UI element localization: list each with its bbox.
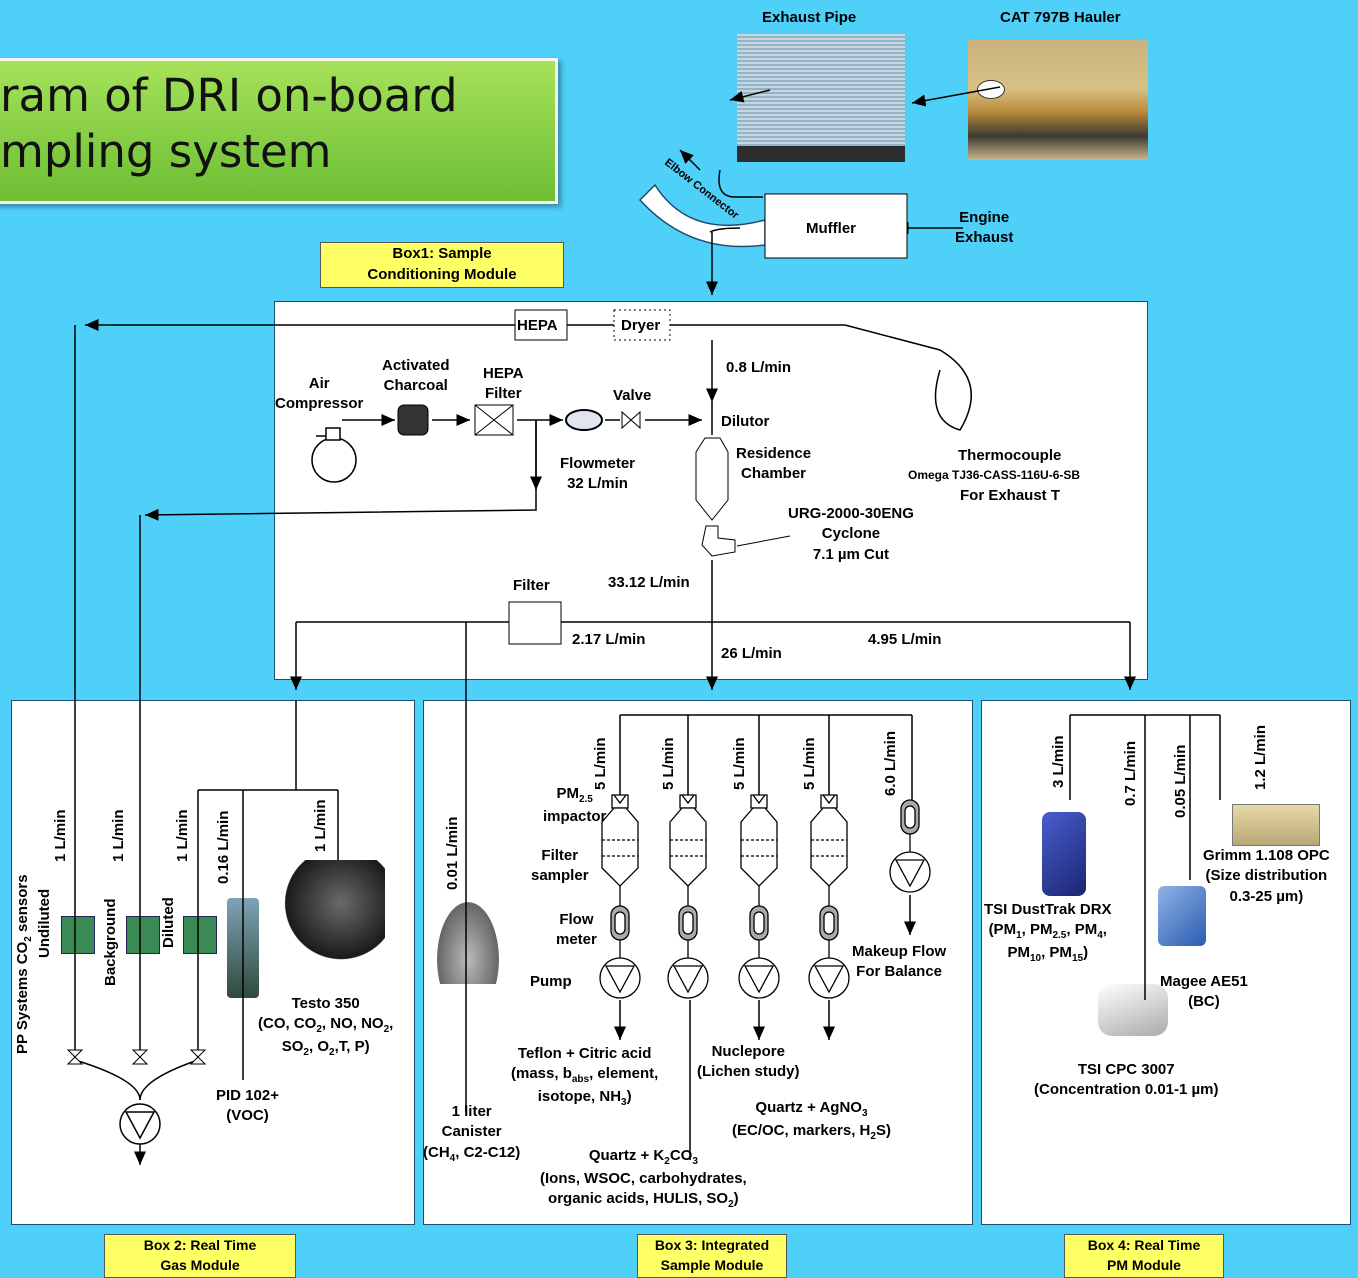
filter-sampler-icon	[741, 808, 777, 886]
flow-undiluted: 1 L/min	[52, 809, 69, 862]
canister-label: 1 liter Canister (CH4, C2-C12)	[423, 1102, 520, 1165]
pump-label: Pump	[530, 972, 572, 992]
valve-label: Valve	[613, 386, 651, 406]
flow-meter-label: Flow meter	[556, 910, 597, 951]
pid-label: PID 102+ (VOC)	[216, 1086, 279, 1127]
exhaust-pipe-label: Exhaust Pipe	[762, 8, 856, 28]
pp-systems-label: PP Systems CO2 sensors	[14, 874, 34, 1054]
dilutor-label: Dilutor	[721, 412, 769, 432]
flow-grimm: 1.2 L/min	[1252, 725, 1269, 790]
flow-agno3: 5 L/min	[801, 737, 818, 790]
residence-chamber	[696, 438, 728, 520]
flow-teflon: 5 L/min	[592, 737, 609, 790]
flow-0-8-label: 0.8 L/min	[726, 358, 791, 378]
nuclepore-label: Nuclepore (Lichen study)	[697, 1042, 800, 1083]
filter-sampler-icon	[602, 808, 638, 886]
thermocouple-label: Thermocouple	[958, 446, 1061, 466]
impactor-icon	[821, 795, 837, 808]
flow-26-label: 26 L/min	[721, 644, 782, 664]
filter-label: Filter	[513, 576, 550, 596]
teflon-label: Teflon + Citric acid (mass, babs, elemen…	[511, 1044, 658, 1109]
muffler-label: Muffler	[806, 219, 856, 239]
undiluted-label: Undiluted	[36, 889, 53, 958]
activated-charcoal-label: Activated Charcoal	[382, 356, 450, 397]
flow-nuclepore: 5 L/min	[731, 737, 748, 790]
flow-33-12-label: 33.12 L/min	[608, 573, 690, 593]
dusttrak-label: TSI DustTrak DRX (PM1, PM2.5, PM4, PM10,…	[984, 900, 1112, 965]
grimm-label: Grimm 1.108 OPC (Size distribution 0.3-2…	[1203, 846, 1330, 907]
air-compressor-label: Air Compressor	[275, 374, 363, 415]
pm25-impactor-label: PM2.5 impactor	[543, 784, 606, 827]
magee-label: Magee AE51 (BC)	[1160, 972, 1248, 1013]
filter-box	[509, 602, 561, 644]
background-label: Background	[102, 898, 119, 986]
cyclone-label: URG-2000-30ENG Cyclone 7.1 µm Cut	[788, 504, 914, 565]
box1-tag: Box1: Sample Conditioning Module	[320, 242, 564, 288]
thermocouple-purpose: For Exhaust T	[960, 486, 1060, 506]
valve-icon	[622, 412, 640, 428]
flow-cpc: 0.7 L/min	[1122, 741, 1139, 806]
hauler-label: CAT 797B Hauler	[1000, 8, 1121, 28]
flow-k2co3: 5 L/min	[660, 737, 677, 790]
flow-testo: 1 L/min	[312, 799, 329, 852]
k2co3-label: Quartz + K2CO3 (Ions, WSOC, carbohydrate…	[540, 1146, 747, 1211]
flowmeter-icon	[566, 410, 602, 430]
impactor-icon	[680, 795, 696, 808]
flow-makeup: 6.0 L/min	[882, 731, 899, 796]
flowmeter-label: Flowmeter 32 L/min	[560, 454, 635, 495]
box4-tag: Box 4: Real Time PM Module	[1064, 1234, 1224, 1278]
testo-label: Testo 350 (CO, CO2, NO, NO2, SO2, O2,T, …	[258, 994, 393, 1059]
hepa-label: HEPA	[517, 316, 558, 336]
cpc-label: TSI CPC 3007 (Concentration 0.01-1 µm)	[1034, 1060, 1219, 1101]
box2-tag: Box 2: Real Time Gas Module	[104, 1234, 296, 1278]
makeup-label: Makeup Flow For Balance	[852, 942, 946, 983]
agno3-label: Quartz + AgNO3 (EC/OC, markers, H2S)	[732, 1098, 891, 1143]
flow-dusttrak: 3 L/min	[1050, 735, 1067, 788]
flow-4-95-label: 4.95 L/min	[868, 630, 941, 650]
residence-label: Residence Chamber	[736, 444, 811, 485]
flow-diluted: 1 L/min	[174, 809, 191, 862]
cyclone-icon	[702, 526, 735, 556]
filter-sampler-label: Filter sampler	[531, 846, 589, 887]
air-compressor-icon	[312, 428, 356, 482]
flow-canister: 0.01 L/min	[444, 817, 461, 890]
thermocouple-model: Omega TJ36-CASS-116U-6-SB	[908, 467, 1080, 483]
filter-sampler-icon	[811, 808, 847, 886]
diluted-label: Diluted	[160, 897, 177, 948]
hepa-filter-label: HEPA Filter	[483, 364, 524, 405]
flow-pid: 0.16 L/min	[215, 811, 232, 884]
box3-tag: Box 3: Integrated Sample Module	[637, 1234, 787, 1278]
flow-background: 1 L/min	[110, 809, 127, 862]
dryer-label: Dryer	[621, 316, 660, 336]
engine-exhaust-label: Engine Exhaust	[955, 208, 1013, 249]
flow-2-17-label: 2.17 L/min	[572, 630, 645, 650]
impactor-icon	[612, 795, 628, 808]
charcoal-filter-icon	[398, 405, 428, 435]
impactor-icon	[751, 795, 767, 808]
filter-sampler-icon	[670, 808, 706, 886]
flow-magee: 0.05 L/min	[1172, 745, 1189, 818]
